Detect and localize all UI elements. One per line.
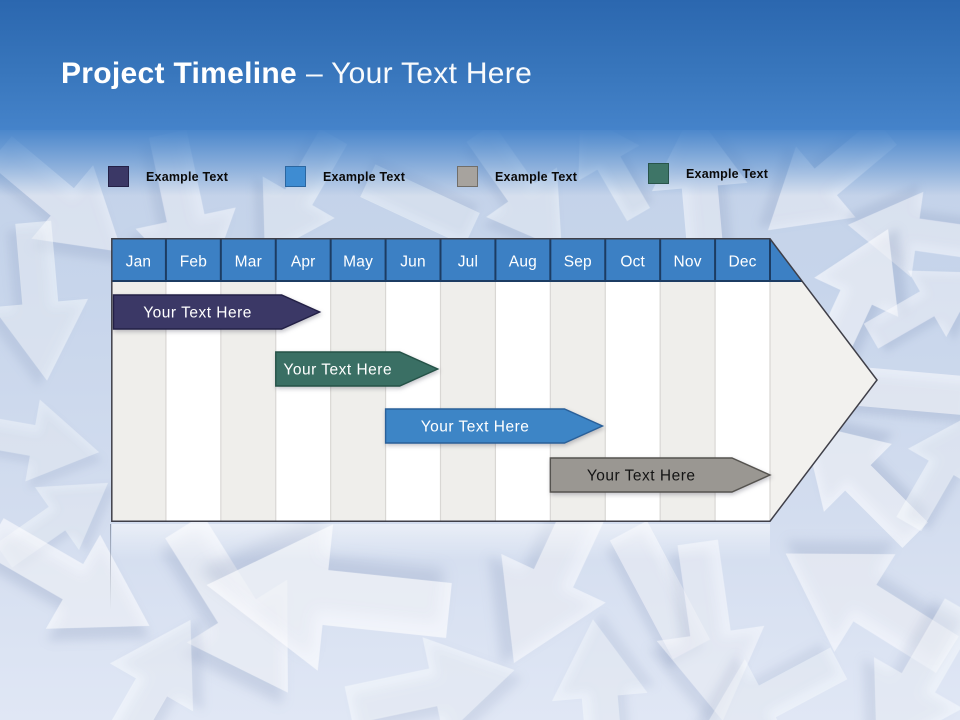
- month-label: Nov: [674, 254, 702, 271]
- bg-arrow: [785, 553, 959, 673]
- month-label: Jan: [126, 254, 152, 271]
- title-band-fade: [0, 130, 960, 196]
- bg-arrow: [0, 399, 100, 482]
- month-label: Apr: [291, 254, 316, 271]
- title-suffix: – Your Text Here: [306, 57, 533, 90]
- month-column: [220, 238, 276, 522]
- legend-swatch: [285, 166, 306, 187]
- legend-swatch: [108, 166, 129, 187]
- timeline-reflection: [112, 524, 770, 560]
- timeline-gantt: Jan Feb Mar Apr May Jun Jul Aug Sep Oct Nov DecYour…: [111, 238, 878, 522]
- legend-label: Example Text: [146, 169, 229, 184]
- bar-label: Your Text Here: [283, 362, 392, 379]
- month-label: Oct: [620, 254, 645, 271]
- legend-item: Example Text: [648, 163, 768, 184]
- bg-arrow: [847, 191, 960, 278]
- month-label: Jun: [400, 254, 426, 271]
- legend-swatch: [457, 166, 478, 187]
- bg-arrow: [95, 619, 194, 720]
- month-column: [495, 238, 551, 522]
- bg-arrow: [206, 524, 452, 671]
- bg-arrow: [551, 619, 648, 720]
- bg-arrow: [896, 413, 960, 532]
- month-label: May: [343, 254, 373, 271]
- legend-item: Example Text: [285, 166, 405, 187]
- bar-label: Your Text Here: [587, 468, 696, 485]
- timeline-bar: Your Text Here: [384, 408, 605, 444]
- bg-arrow: [802, 422, 928, 548]
- timeline-bar: Your Text Here: [112, 294, 322, 330]
- month-header-row: [111, 238, 878, 281]
- bar-label: Your Text Here: [143, 305, 252, 322]
- legend-label: Example Text: [686, 166, 769, 181]
- legend-label: Example Text: [495, 169, 578, 184]
- timeline-outline: [111, 238, 878, 522]
- month-label: Mar: [235, 254, 262, 271]
- month-column: [440, 238, 496, 522]
- timeline-bar: Your Text Here: [549, 457, 772, 493]
- bg-arrow: [0, 220, 89, 381]
- timeline-bar: Your Text Here: [275, 351, 440, 387]
- month-label: Jul: [458, 254, 478, 271]
- month-label: Dec: [728, 254, 756, 271]
- month-label: Aug: [509, 254, 537, 271]
- slide-title: Project Timeline – Your Text Here: [61, 56, 532, 92]
- legend-label: Example Text: [323, 169, 406, 184]
- bg-arrow: [656, 539, 765, 720]
- title-band: [0, 0, 960, 130]
- bg-arrow: [0, 518, 150, 629]
- legend-swatch: [648, 163, 669, 184]
- bg-arrow: [863, 270, 960, 349]
- title-main: Project Timeline: [61, 57, 297, 90]
- bg-arrow: [874, 598, 960, 720]
- month-column: [111, 238, 166, 522]
- bar-label: Your Text Here: [421, 419, 530, 436]
- month-label: Feb: [180, 254, 207, 271]
- month-label: Sep: [564, 254, 592, 271]
- bg-arrow: [344, 637, 515, 720]
- legend-item: Example Text: [108, 166, 228, 187]
- timeline-reflection-edge: [110, 524, 111, 610]
- legend-item: Example Text: [457, 166, 577, 187]
- month-column: [165, 238, 221, 522]
